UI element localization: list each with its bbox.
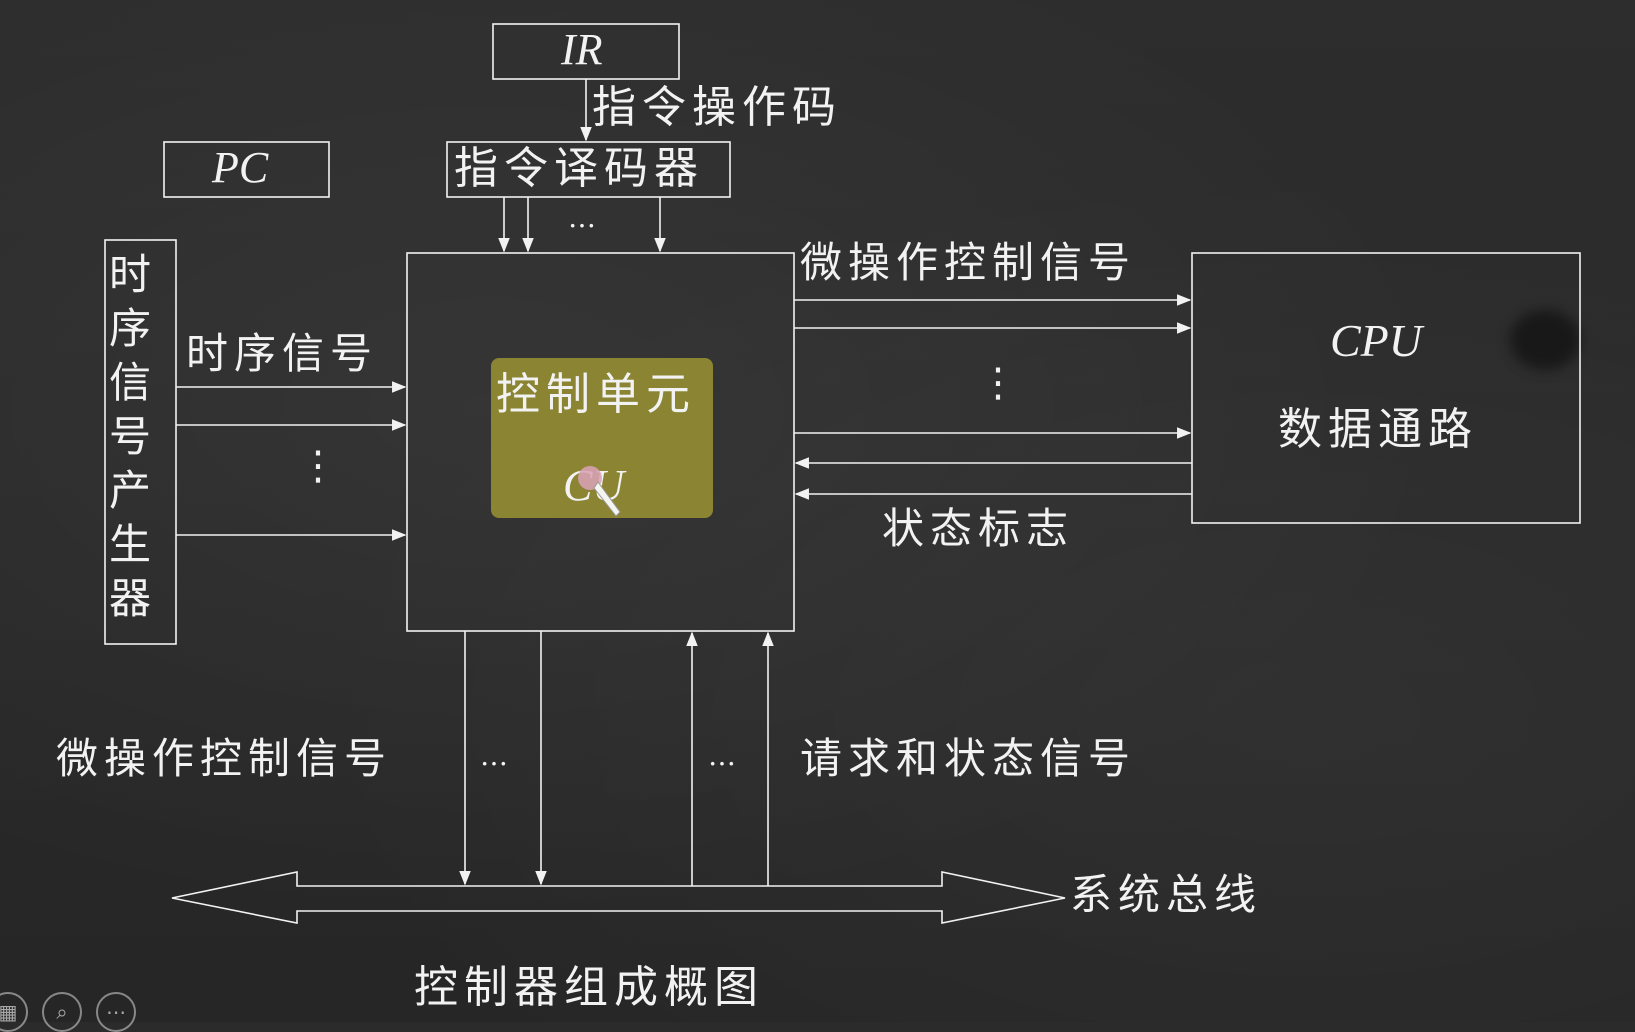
pc-box xyxy=(163,141,330,198)
timing-vdots: ⋮ xyxy=(298,443,338,489)
micro-ctrl-vdots: ⋮ xyxy=(978,360,1018,406)
control-unit-box xyxy=(406,252,795,632)
request-status-label: 请求和状态信号 xyxy=(800,734,1137,783)
chalk-cursor-icon xyxy=(578,466,621,517)
decoder-box xyxy=(446,141,731,198)
decoder-label: 指令译码器 xyxy=(454,143,704,194)
datapath-label: 数据通路 xyxy=(1278,404,1478,455)
micro-ctrl-bottom-label: 微操作控制信号 xyxy=(56,734,393,783)
chalk-smudge xyxy=(1510,310,1580,370)
bus-down-ellipsis: … xyxy=(480,739,508,772)
bus-up-ellipsis: … xyxy=(708,739,736,772)
caption: 控制器组成概图 xyxy=(414,962,764,1013)
micro-ctrl-right-label: 微操作控制信号 xyxy=(800,238,1137,287)
pc-label: PC xyxy=(212,143,269,192)
cpu-label: CPU xyxy=(1330,315,1422,366)
timing-generator-box xyxy=(104,239,177,645)
system-bus-arrow xyxy=(171,871,1066,924)
status-flags-label: 状态标志 xyxy=(882,504,1075,553)
opcode-label: 指令操作码 xyxy=(592,82,842,133)
ir-label: IR xyxy=(561,25,603,74)
control-unit-label: 控制单元 xyxy=(496,369,696,420)
system-bus-label: 系统总线 xyxy=(1070,870,1263,919)
more-icon[interactable]: ⋯ xyxy=(96,992,136,1032)
search-icon[interactable]: ⌕ xyxy=(42,992,82,1032)
timing-generator-label: 时序信号产生器 xyxy=(108,250,151,623)
timing-signal-label: 时序信号 xyxy=(186,329,379,378)
cpu-datapath-box xyxy=(1191,252,1581,524)
decoder-ellipsis: … xyxy=(568,201,596,234)
